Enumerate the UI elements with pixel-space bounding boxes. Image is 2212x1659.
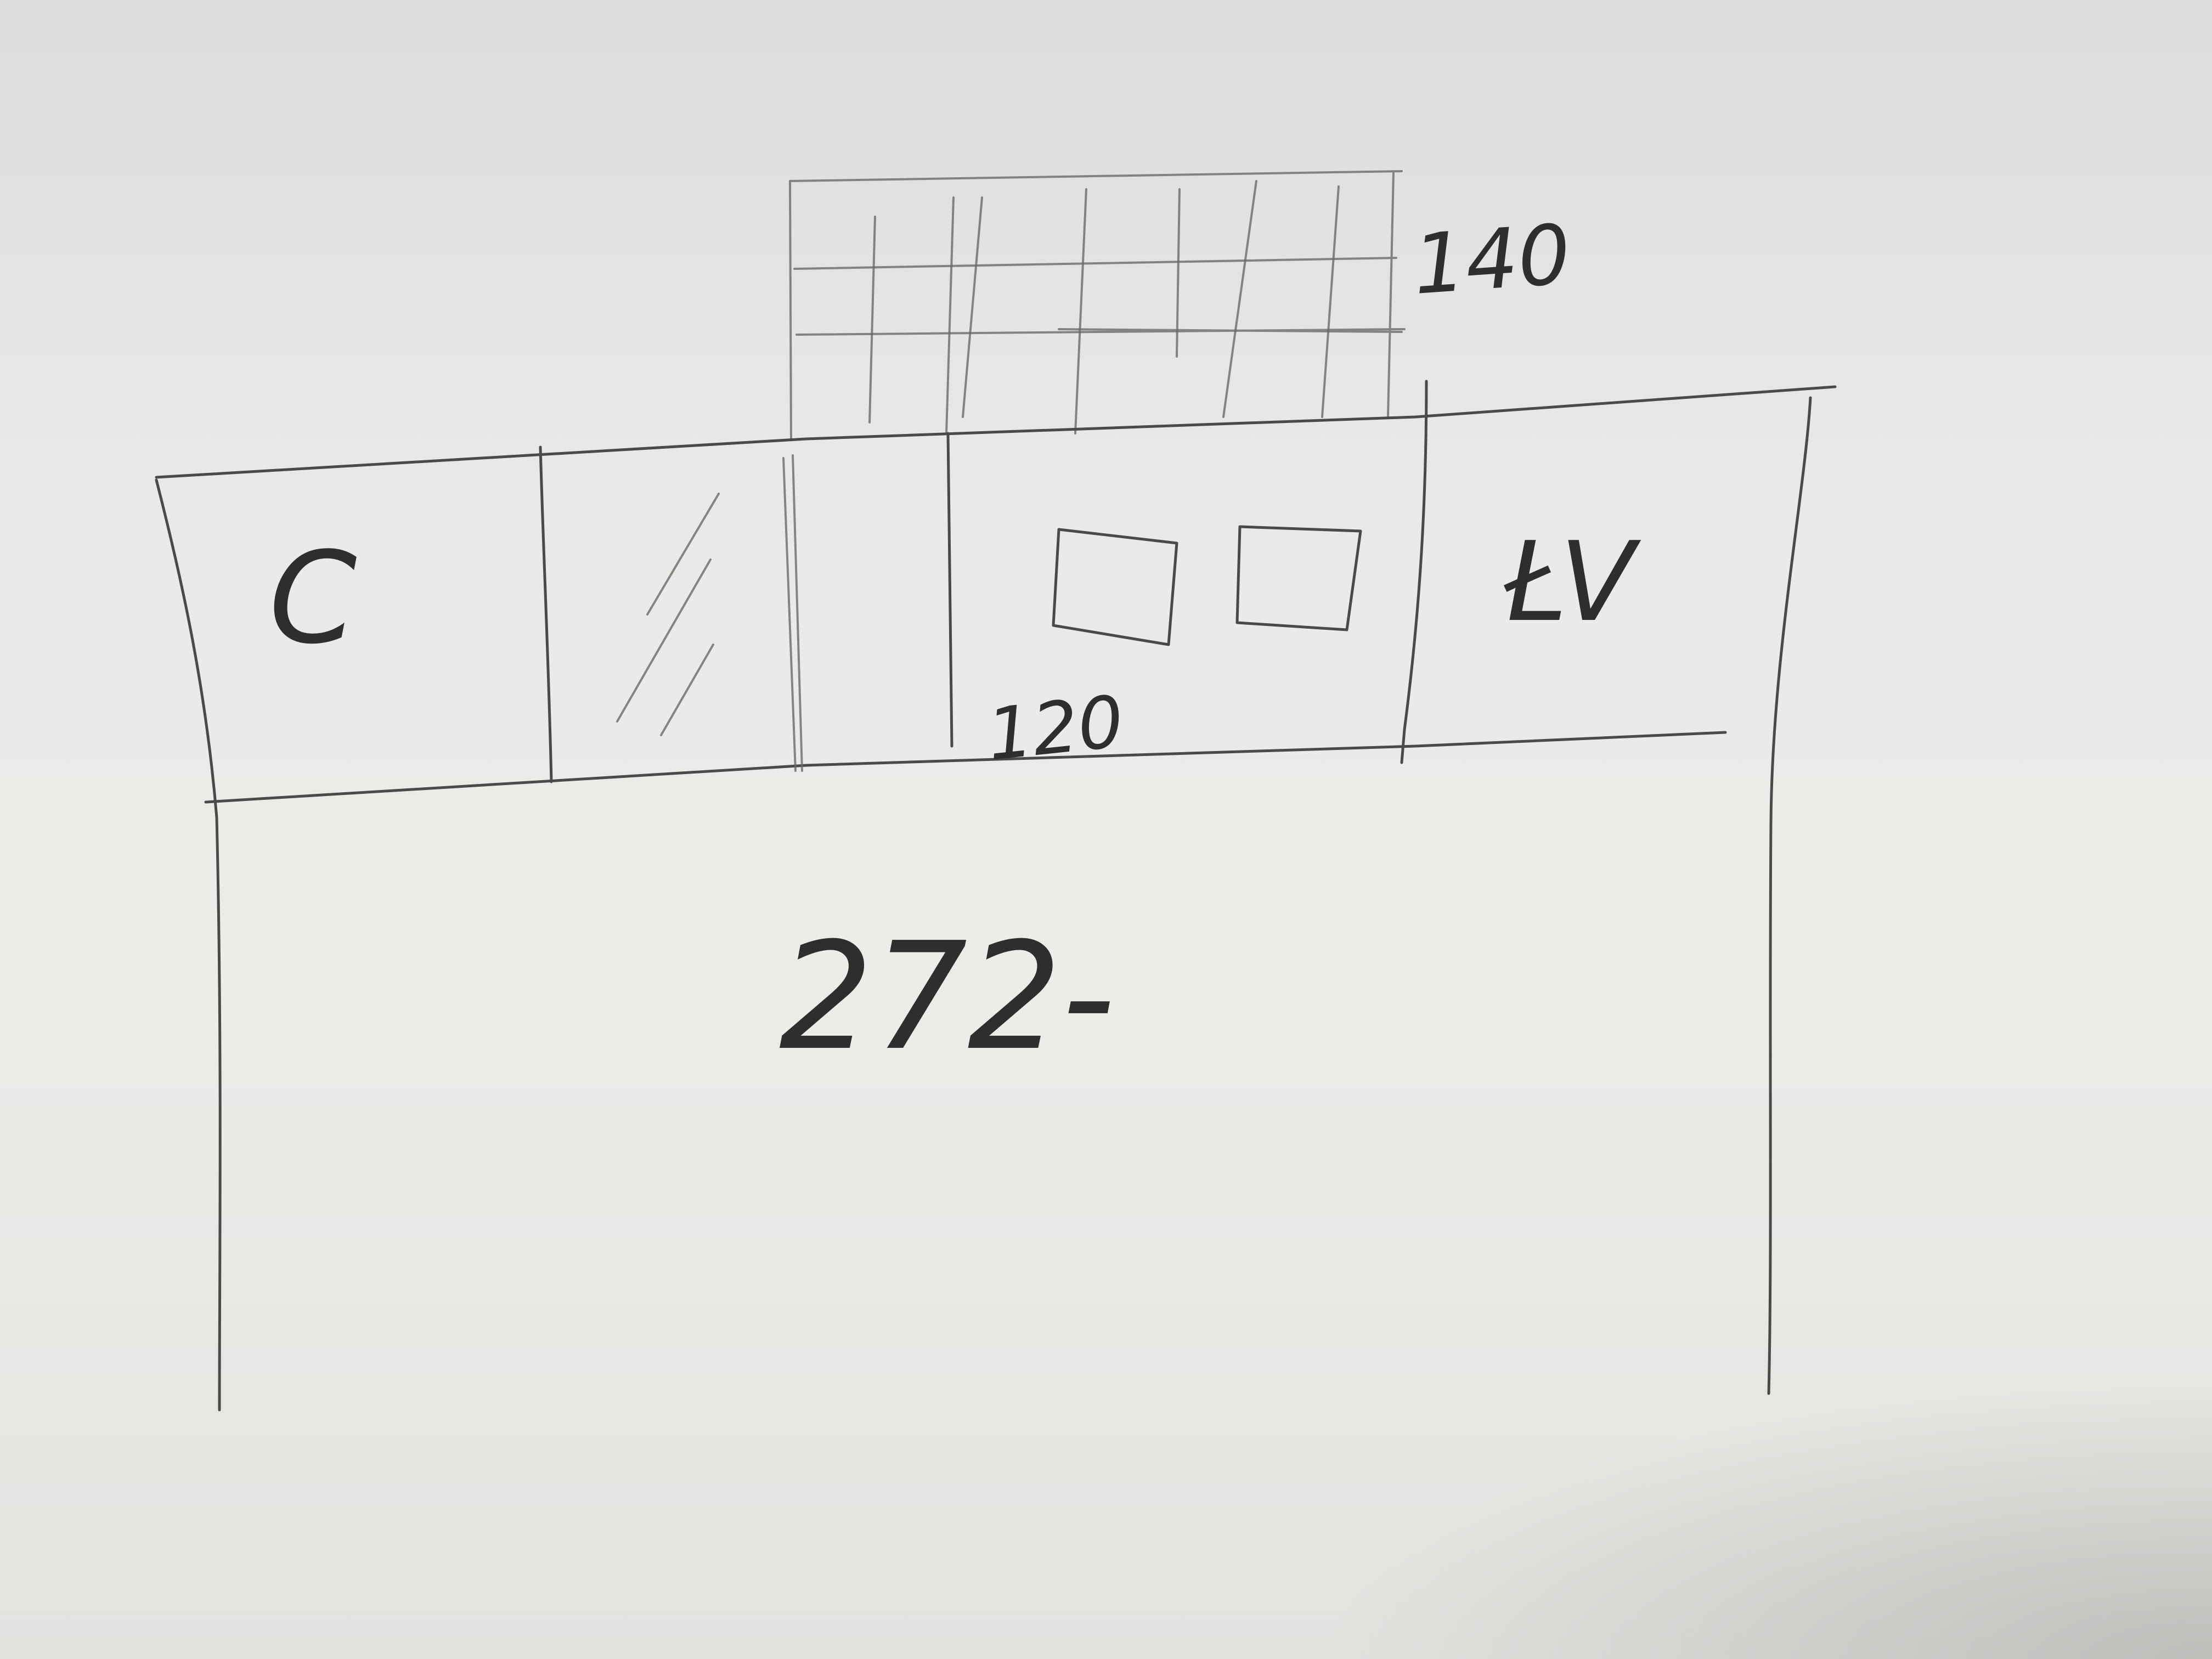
square-icon-1 (1052, 528, 1178, 646)
square-icon-2 (1235, 525, 1362, 631)
grid-outline (789, 170, 1406, 440)
frame-left-edge (155, 478, 222, 1412)
paper-shadow (1170, 1330, 2212, 1659)
header-cell-label-right: ŁV (1504, 518, 1641, 646)
cell-divider-1 (539, 445, 553, 783)
header-cell-label-left: C (269, 526, 357, 672)
grid-panel (789, 170, 1406, 440)
header-bar: C 120 ŁV (269, 380, 1641, 783)
box-cell-size-label: 120 (983, 680, 1127, 777)
cell-divider-3 (946, 432, 953, 748)
hatched-cell-strokes (616, 493, 720, 736)
grid-column-lines (868, 180, 1340, 435)
grid-size-label: 140 (1410, 207, 1573, 313)
content-area-label: 272- (779, 910, 1115, 1083)
frame-top-edge (155, 385, 1837, 479)
header-bar-bottom-edge (204, 731, 1727, 804)
cell-divider-4 (1400, 380, 1428, 764)
frame-right-edge (1767, 396, 1812, 1395)
cell-divider-2 (782, 454, 803, 772)
main-frame (155, 385, 1837, 1412)
